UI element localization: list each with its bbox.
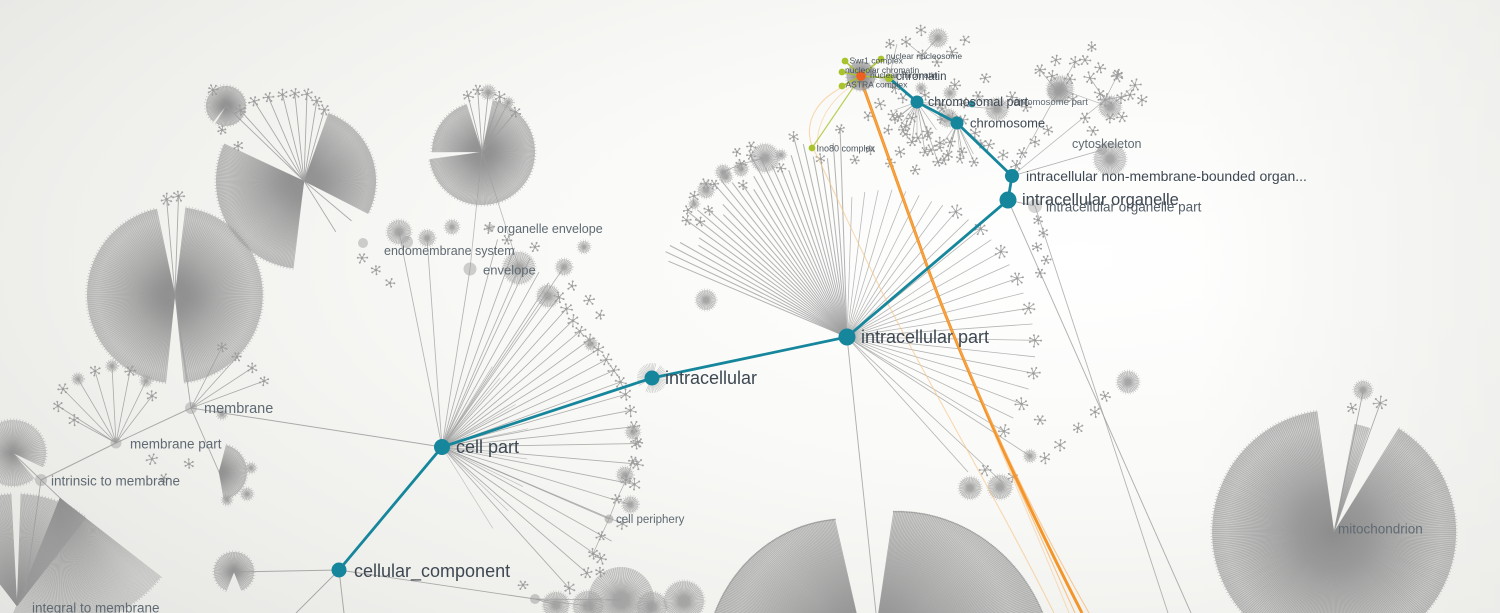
svg-text:intracellular organelle: intracellular organelle: [1022, 191, 1179, 209]
svg-text:nuclear chromatin: nuclear chromatin: [870, 70, 938, 80]
svg-text:Ino80 complex: Ino80 complex: [817, 144, 876, 154]
svg-text:chromosomal part: chromosomal part: [928, 95, 1029, 109]
svg-text:nuclear nucleosome: nuclear nucleosome: [886, 51, 962, 61]
svg-text:membrane: membrane: [204, 401, 273, 417]
svg-text:cell part: cell part: [456, 437, 519, 457]
svg-text:ASTRA complex: ASTRA complex: [846, 80, 909, 90]
svg-text:envelope: envelope: [483, 263, 536, 278]
svg-text:mitochondrion: mitochondrion: [1338, 522, 1423, 537]
svg-text:intracellular non-membrane-bou: intracellular non-membrane-bounded organ…: [1026, 168, 1307, 184]
svg-text:cytoskeleton: cytoskeleton: [1072, 137, 1142, 151]
svg-text:membrane part: membrane part: [130, 437, 222, 452]
svg-text:endomembrane system: endomembrane system: [384, 244, 515, 258]
svg-text:Swr1 complex: Swr1 complex: [850, 56, 904, 66]
svg-text:chromosome part: chromosome part: [1014, 97, 1088, 108]
svg-text:intracellular: intracellular: [665, 368, 757, 388]
svg-text:nucleolar chromatin: nucleolar chromatin: [845, 65, 919, 75]
svg-text:cell periphery: cell periphery: [616, 514, 685, 526]
svg-text:integral to membrane: integral to membrane: [32, 601, 160, 613]
svg-text:intracellular organelle part: intracellular organelle part: [1046, 200, 1202, 215]
svg-text:cellular_component: cellular_component: [354, 561, 510, 582]
svg-text:organelle envelope: organelle envelope: [497, 222, 603, 236]
svg-text:intracellular part: intracellular part: [861, 327, 989, 347]
svg-text:chromosome: chromosome: [970, 116, 1045, 131]
svg-text:intrinsic to membrane: intrinsic to membrane: [51, 474, 180, 489]
svg-text:chromatin: chromatin: [896, 71, 947, 83]
